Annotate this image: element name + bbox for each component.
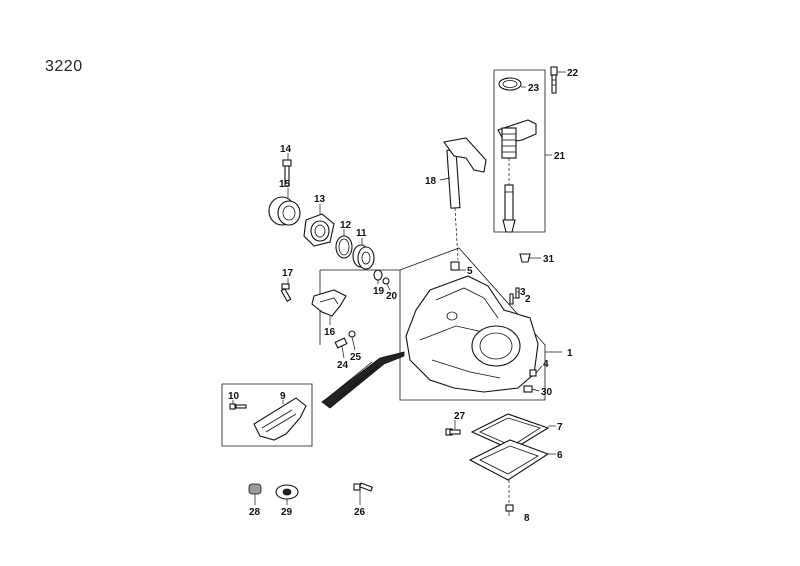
- callout-4: 4: [543, 359, 549, 370]
- plug-part-5[interactable]: [450, 261, 460, 271]
- loose-bolts-group: [353, 428, 461, 492]
- bearing-cluster: [268, 159, 390, 285]
- bolt-part-14[interactable]: [282, 159, 292, 167]
- callout-12: 12: [340, 220, 352, 231]
- callout-27: 27: [454, 411, 466, 422]
- bolt-part-10[interactable]: [229, 403, 236, 410]
- plug-group: [248, 483, 299, 500]
- speedo-shaft[interactable]: [504, 184, 514, 221]
- plug-part-28[interactable]: [248, 483, 262, 495]
- gasket-part-6[interactable]: [468, 439, 550, 481]
- callout-17: 17: [282, 268, 294, 279]
- callout-13: 13: [314, 194, 326, 205]
- release-fork-part-16[interactable]: [311, 289, 347, 317]
- callout-22: 22: [567, 68, 579, 79]
- shift-fork-arm[interactable]: [443, 137, 487, 173]
- pin-part-2[interactable]: [509, 293, 514, 305]
- bolt-part-24[interactable]: [334, 337, 348, 349]
- shift-rod-group: [443, 137, 487, 261]
- callout-1: 1: [567, 348, 573, 359]
- callout-10: 10: [228, 391, 240, 402]
- callout-15: 15: [279, 179, 291, 190]
- callout-26: 26: [354, 507, 366, 518]
- speedo-frame: [493, 69, 546, 233]
- callout-19: 19: [373, 286, 385, 297]
- callout-31: 31: [543, 254, 555, 265]
- plug-part-4[interactable]: [529, 369, 537, 377]
- ring-part-19[interactable]: [373, 269, 383, 281]
- housing-frame: [399, 247, 546, 401]
- callout-20: 20: [386, 291, 398, 302]
- speedo-gear-part-21[interactable]: [501, 127, 517, 159]
- callout-24: 24: [337, 360, 349, 371]
- cover-part-9[interactable]: [253, 397, 307, 441]
- gasket-part-7[interactable]: [470, 413, 550, 451]
- callout-8: 8: [524, 513, 530, 524]
- transmission-housing-group: [399, 247, 546, 401]
- bolt-part-22[interactable]: [550, 66, 558, 76]
- speedo-drive-group: [493, 66, 558, 233]
- callout-29: 29: [281, 507, 293, 518]
- callout-18: 18: [425, 176, 437, 187]
- cover-frame: [221, 383, 313, 447]
- callout-5: 5: [467, 266, 473, 277]
- callout-14: 14: [280, 144, 292, 155]
- oring-part-23[interactable]: [498, 77, 522, 91]
- callout-16: 16: [324, 327, 336, 338]
- callout-11: 11: [356, 228, 367, 239]
- pin-part-3[interactable]: [515, 287, 520, 299]
- bolt-part-8[interactable]: [505, 504, 514, 512]
- bolt-part-31[interactable]: [519, 253, 531, 263]
- callout-labels: 1 2 3 4 5 6 7 8 9 10 11 12 13 14 15 16 1…: [228, 68, 579, 524]
- page-title: 3220: [45, 58, 83, 75]
- ring-part-20[interactable]: [382, 277, 390, 285]
- callout-3: 3: [520, 287, 526, 298]
- harness-strip: [321, 351, 405, 409]
- callout-7: 7: [557, 422, 563, 433]
- callout-30: 30: [541, 387, 553, 398]
- callout-6: 6: [557, 450, 563, 461]
- bolt-part-17[interactable]: [281, 283, 290, 290]
- washer-part-25[interactable]: [348, 330, 356, 338]
- fitting-part-30[interactable]: [523, 385, 533, 393]
- callout-21: 21: [554, 151, 566, 162]
- cover-group: [221, 383, 313, 447]
- shift-rod-part-18[interactable]: [446, 149, 461, 209]
- callout-25: 25: [350, 352, 362, 363]
- release-fork-group: [280, 269, 400, 349]
- callout-2: 2: [525, 294, 531, 305]
- leader-lines: [232, 71, 566, 516]
- gasket-group: [468, 413, 550, 512]
- callout-28: 28: [249, 507, 261, 518]
- callout-23: 23: [528, 83, 540, 94]
- callout-9: 9: [280, 391, 286, 402]
